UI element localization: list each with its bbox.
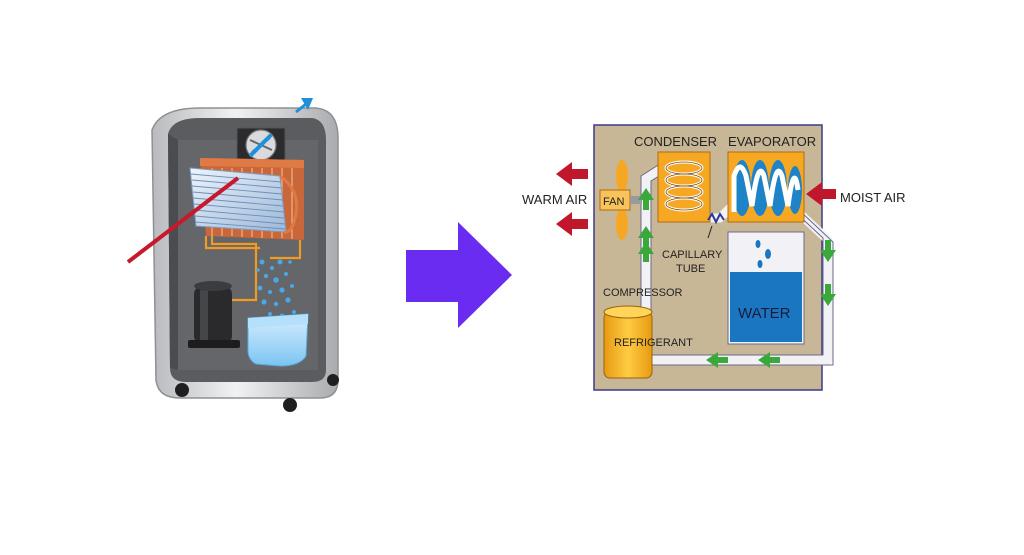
capillary-tube (707, 212, 725, 225)
wheel-back-right (327, 374, 339, 386)
label-fan: FAN (603, 196, 624, 208)
label-condenser: CONDENSER (634, 134, 717, 149)
evaporator-schematic (727, 151, 805, 223)
wheel-front-right (283, 398, 297, 412)
label-warm-air: WARM AIR (522, 192, 587, 207)
evaporator-coil (189, 167, 287, 233)
compressor-unit (188, 281, 240, 348)
label-capillary: CAPILLARY (662, 249, 723, 261)
label-evaporator: EVAPORATOR (728, 134, 816, 149)
top-fan-icon (236, 127, 286, 163)
water-tank (247, 313, 309, 367)
label-tube: TUBE (676, 263, 705, 275)
pointer-line (126, 176, 240, 264)
label-moist-air: MOIST AIR (840, 190, 906, 205)
wheel-front-left (175, 383, 189, 397)
water-container (727, 231, 805, 345)
condenser-coil-schematic (657, 151, 711, 223)
label-refrigerant: REFRIGERANT (614, 337, 693, 349)
warm-air-arrow-icon (556, 162, 588, 236)
exhaust-arrow-icon (295, 98, 313, 114)
refrigerant-tank (603, 305, 653, 379)
refrigeration-schematic: CONDENSER EVAPORATOR WARM AIR FAN MOIST … (522, 124, 906, 391)
moist-air-arrow-icon (806, 182, 836, 206)
label-water: WATER (738, 305, 791, 322)
green-flow-arrow-icon (638, 188, 836, 368)
right-arrow-icon (406, 222, 512, 328)
label-compressor: COMPRESSOR (603, 287, 683, 299)
dehumidifier-cutaway (126, 98, 339, 412)
fan-icon (599, 160, 642, 240)
water-droplets-icon (256, 259, 296, 319)
refrigerant-pipes (204, 236, 302, 302)
